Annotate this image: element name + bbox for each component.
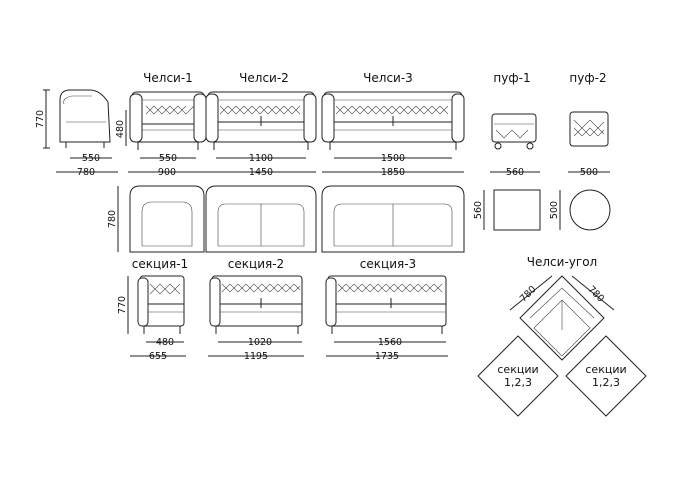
dim-label-sekciya-2-seat: 1020 — [248, 337, 272, 348]
title-puf-2: пуф-2 — [569, 71, 606, 85]
puf-2-front — [569, 111, 609, 147]
corner-section-right: секции 1,2,3 — [565, 335, 647, 417]
title-chelsi-1: Челси-1 — [143, 71, 193, 85]
corner-right-label-2: 1,2,3 — [592, 376, 620, 389]
dim-top-depth: 780 — [107, 186, 119, 252]
dims-row-1: 550 900 1100 1450 1500 1850 560 500 — [128, 153, 610, 178]
sofa-chelsi-1-front — [129, 91, 207, 150]
dim-label-side-height: 770 — [35, 110, 46, 128]
corner-right-label-1: секции — [585, 363, 626, 376]
dim-label-puf-2-width: 500 — [580, 167, 598, 178]
sekciya-3-front — [325, 275, 447, 334]
dim-label-puf-2-top: 500 — [549, 201, 560, 219]
title-chelsi-ugol: Челси-угол — [527, 255, 597, 269]
sekciya-2-front — [209, 275, 303, 334]
dim-label-sekciya-1-total: 655 — [149, 351, 167, 362]
dim-side-depth: 550 — [70, 153, 112, 164]
dim-label-chelsi-1-seat: 550 — [159, 153, 177, 164]
puf-1-front — [491, 113, 537, 150]
title-sekciya-2: секция-2 — [228, 257, 284, 271]
dim-label-sekciya-height: 770 — [117, 296, 128, 314]
puf-1-top-view: 560 — [473, 189, 541, 231]
dim-label-sekciya-3-total: 1735 — [375, 351, 399, 362]
corner-left-label-1: секции — [497, 363, 538, 376]
dim-label-chelsi-1-total: 900 — [158, 167, 176, 178]
dim-label-side-total: 780 — [77, 167, 95, 178]
dim-sekciya-height: 770 — [117, 276, 129, 334]
dim-label-puf-1-top: 560 — [473, 201, 484, 219]
title-puf-1: пуф-1 — [493, 71, 530, 85]
dim-label-chelsi-2-seat: 1100 — [249, 153, 273, 164]
dim-label-chelsi-3-seat: 1500 — [381, 153, 405, 164]
dim-label-sekciya-3-seat: 1560 — [378, 337, 402, 348]
sofa-chelsi-2-front — [205, 91, 317, 150]
chelsi-2-top-view — [205, 185, 317, 253]
title-chelsi-2: Челси-2 — [239, 71, 289, 85]
dim-label-sekciya-2-total: 1195 — [244, 351, 268, 362]
dim-label-sekciya-1-seat: 480 — [156, 337, 174, 348]
chelsi-3-top-view — [321, 185, 465, 253]
dims-row-3: 480 655 1020 1195 1560 1735 — [130, 337, 448, 362]
sofa-side-view — [59, 89, 111, 148]
dim-side-height: 770 — [35, 89, 50, 149]
dim-side-total: 780 — [56, 167, 118, 178]
sofa-chelsi-3-front — [321, 91, 465, 150]
dim-label-chelsi-3-total: 1850 — [381, 167, 405, 178]
corner-left-label-2: 1,2,3 — [504, 376, 532, 389]
dim-label-side-depth: 550 — [82, 153, 100, 164]
chelsi-1-top-view — [129, 185, 205, 253]
puf-2-top-view: 500 — [549, 189, 611, 231]
sekciya-1-front — [137, 275, 185, 334]
dim-label-top-depth: 780 — [107, 210, 118, 228]
title-sekciya-3: секция-3 — [360, 257, 416, 271]
dim-chelsi-1-height: 480 — [115, 110, 127, 146]
corner-section-left: секции 1,2,3 — [477, 335, 559, 417]
dim-label-puf-1-width: 560 — [506, 167, 524, 178]
title-sekciya-1: секция-1 — [132, 257, 188, 271]
dim-label-chelsi-1-height: 480 — [115, 120, 126, 138]
chelsi-corner-top-view — [519, 275, 605, 361]
dim-label-chelsi-2-total: 1450 — [249, 167, 273, 178]
title-chelsi-3: Челси-3 — [363, 71, 413, 85]
